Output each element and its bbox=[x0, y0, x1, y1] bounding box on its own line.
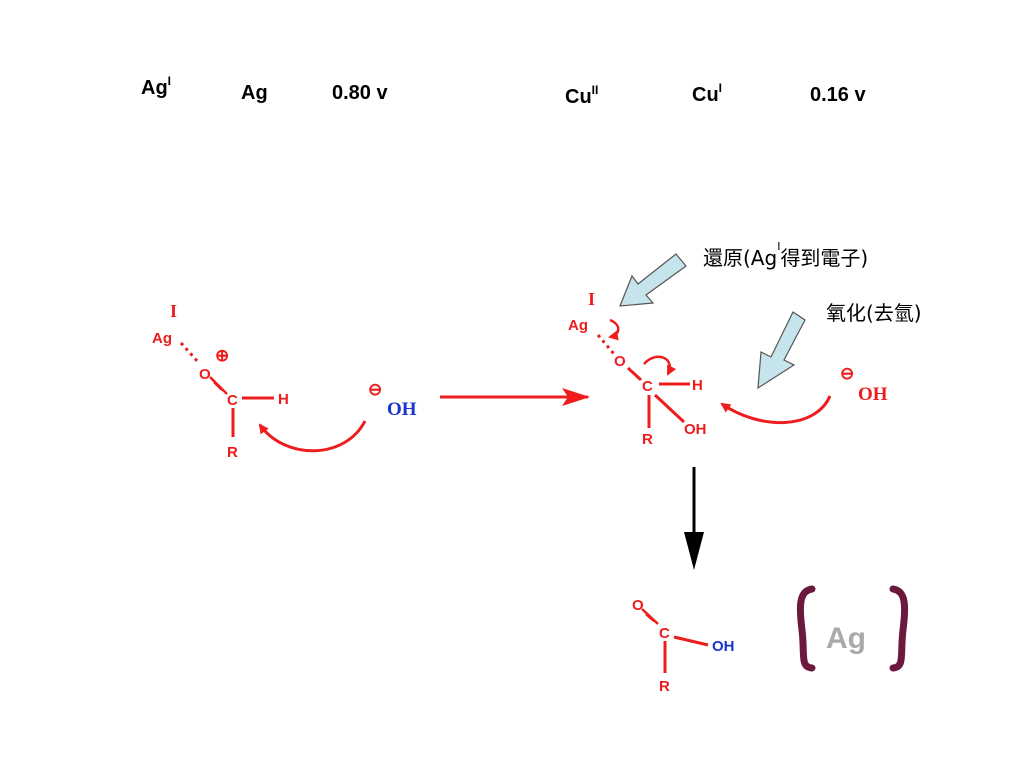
prod-co-double-b bbox=[645, 613, 655, 622]
reactant-hydrogen: H bbox=[278, 391, 289, 408]
hydroxide2-label: OH bbox=[858, 384, 888, 405]
intermediate-complex bbox=[596, 318, 832, 428]
hydroxide2-charge: ⊖ bbox=[840, 364, 854, 383]
int-iodide: I bbox=[588, 289, 595, 309]
silver-bracket bbox=[796, 585, 909, 672]
product-oxygen: O bbox=[632, 597, 644, 614]
ag-oxidized-label: AgI bbox=[141, 74, 172, 99]
prod-coh-bond bbox=[673, 635, 709, 647]
reactant-carbon: C bbox=[227, 392, 238, 409]
hydroxide-label: OH bbox=[387, 399, 417, 420]
left-bracket bbox=[796, 585, 816, 672]
int-hydrogen: H bbox=[692, 377, 703, 394]
int-attack-arrow bbox=[720, 395, 832, 424]
cu-potential: 0.16 v bbox=[810, 84, 866, 106]
reduction-callout-arrow bbox=[619, 253, 687, 307]
int-hydroxyl: OH bbox=[684, 421, 707, 438]
product-r-group: R bbox=[659, 678, 670, 695]
int-oxygen: O bbox=[614, 353, 626, 370]
reactant-iodide: I bbox=[170, 301, 177, 321]
reactant-charge: ⊕ bbox=[215, 346, 229, 365]
reactant-silver: Ag bbox=[152, 330, 172, 347]
nucleophile-arrow bbox=[258, 420, 367, 453]
reactant-r-group: R bbox=[227, 444, 238, 461]
silver-product: Ag bbox=[826, 622, 866, 655]
reactant-complex bbox=[179, 341, 367, 453]
reactant-oxygen: O bbox=[199, 366, 211, 383]
int-oc-bond bbox=[626, 366, 643, 382]
co-double-bond-b bbox=[213, 381, 223, 391]
product-hydroxyl: OH bbox=[712, 638, 735, 655]
int-coh-bond bbox=[653, 393, 686, 424]
cu-oxidized-label: CuII bbox=[565, 83, 599, 108]
product-molecule bbox=[641, 608, 709, 673]
cu-reduced-label: CuI bbox=[692, 81, 723, 106]
int-carbon: C bbox=[642, 378, 653, 395]
ag-reduced-label: Ag bbox=[241, 82, 268, 104]
right-bracket bbox=[889, 585, 909, 672]
hydroxide-charge: ⊖ bbox=[368, 380, 382, 399]
oxidation-callout-arrow bbox=[757, 311, 806, 390]
reduction-note: 還原(AgI得到電子) bbox=[703, 240, 869, 270]
int-silver: Ag bbox=[568, 317, 588, 334]
int-r-group: R bbox=[642, 431, 653, 448]
int-electron-arrow-c bbox=[643, 355, 677, 376]
product-carbon: C bbox=[659, 625, 670, 642]
down-arrow bbox=[684, 467, 704, 570]
ag-potential: 0.80 v bbox=[332, 82, 388, 104]
ag-o-dashed-bond bbox=[179, 341, 201, 365]
int-electron-arrow-ag bbox=[608, 318, 620, 341]
oxidation-note: 氧化(去氫) bbox=[826, 301, 922, 325]
